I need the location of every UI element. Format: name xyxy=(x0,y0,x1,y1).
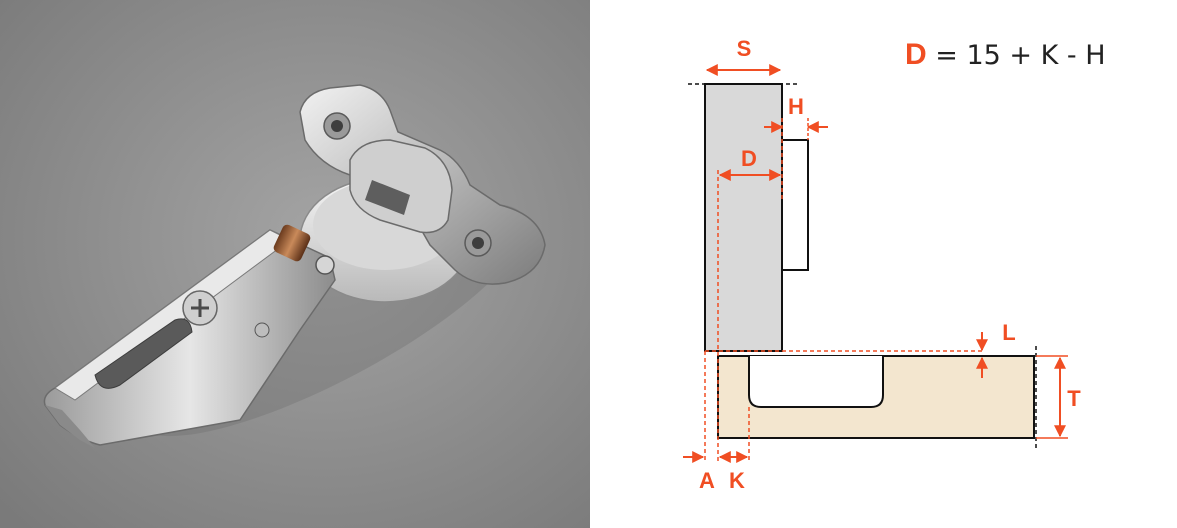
label-d: D xyxy=(741,146,757,171)
label-a: A xyxy=(699,468,715,493)
label-l: L xyxy=(1002,320,1015,345)
bracket-slot xyxy=(365,180,410,215)
mounting-plate-profile xyxy=(781,139,809,271)
dimension-diagram: D = 15 + K - H S H D L T A K xyxy=(683,36,1106,493)
plate-hole-top-center xyxy=(331,120,343,132)
label-h: H xyxy=(788,94,804,119)
hinge-pivot xyxy=(315,255,335,275)
label-t: T xyxy=(1067,386,1081,411)
label-s: S xyxy=(737,36,752,61)
hinge-spring xyxy=(273,224,311,262)
formula-lhs: D xyxy=(905,38,927,71)
formula-rhs: = 15 + K - H xyxy=(927,40,1106,71)
plate-hole-bottom-center xyxy=(472,237,484,249)
cabinet-side-panel xyxy=(704,83,783,352)
formula: D = 15 + K - H xyxy=(905,38,1106,71)
hinge-photo xyxy=(0,0,590,528)
label-k: K xyxy=(729,468,745,493)
hinge-bracket xyxy=(349,139,453,234)
cross-screw-slot xyxy=(191,299,209,317)
arm-rivet xyxy=(254,322,270,338)
arm-slot xyxy=(94,318,193,389)
arm-end-clip xyxy=(45,405,95,448)
cup-bore xyxy=(748,356,884,408)
